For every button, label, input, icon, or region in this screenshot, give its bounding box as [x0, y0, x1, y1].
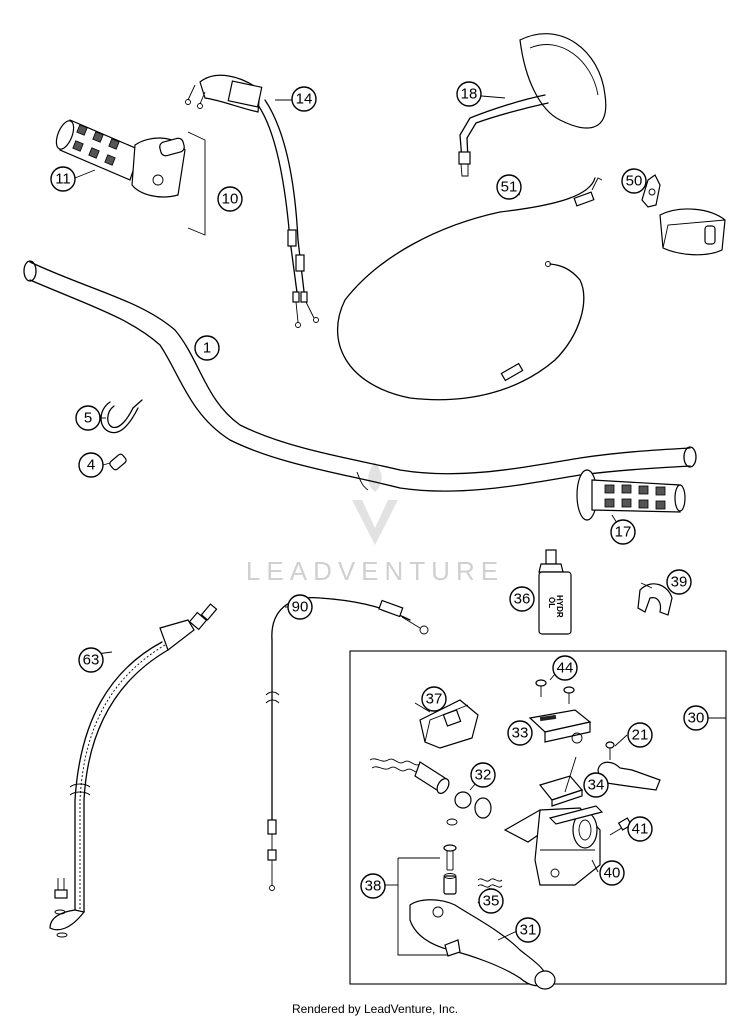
- callout-21[interactable]: 21: [627, 722, 653, 748]
- callout-51-label: 51: [501, 179, 518, 196]
- callout-50[interactable]: 50: [621, 168, 647, 194]
- callout-90-label: 90: [292, 599, 309, 616]
- throttle-grip-part[interactable]: [53, 118, 186, 198]
- watermark-text: LEADVENTURE: [246, 556, 504, 586]
- brake-lever-part[interactable]: [409, 899, 556, 990]
- bottle-label-line1: HYDR: [555, 595, 564, 618]
- callout-32-label: 32: [475, 767, 492, 784]
- callout-21-label: 21: [632, 727, 649, 744]
- callout-17-label: 17: [615, 524, 632, 541]
- bushing-part[interactable]: [109, 453, 128, 471]
- callout-41[interactable]: 41: [627, 816, 653, 842]
- callout-1-label: 1: [203, 340, 211, 357]
- group-bracket-38: [397, 857, 448, 956]
- diaphragm-part[interactable]: [538, 775, 584, 807]
- callout-14-label: 14: [296, 91, 313, 108]
- callout-31[interactable]: 31: [515, 917, 541, 943]
- callout-38[interactable]: 38: [360, 873, 386, 899]
- callout-4-label: 4: [87, 457, 95, 474]
- cover-screws-part[interactable]: [535, 679, 575, 704]
- callout-30-label: 30: [688, 710, 705, 727]
- pivot-bolt-part[interactable]: [443, 844, 457, 895]
- leader-lines: [74, 94, 726, 941]
- adjuster-screw-part[interactable]: [597, 741, 661, 791]
- callout-90[interactable]: 90: [287, 594, 313, 620]
- throttle-cables-part[interactable]: [185, 74, 319, 328]
- callout-35-label: 35: [483, 893, 500, 910]
- callout-14[interactable]: 14: [291, 86, 317, 112]
- cable-tie-part[interactable]: [100, 399, 143, 434]
- reservoir-cap-part[interactable]: [528, 709, 592, 744]
- callout-38-label: 38: [365, 878, 382, 895]
- callout-31-label: 31: [520, 922, 537, 939]
- callout-39[interactable]: 39: [666, 569, 692, 595]
- left-grip-part[interactable]: [576, 469, 686, 521]
- callout-44-label: 44: [557, 660, 574, 677]
- callout-5[interactable]: 5: [75, 405, 101, 431]
- callout-30[interactable]: 30: [683, 705, 709, 731]
- control-cable-part[interactable]: [265, 596, 429, 891]
- callout-41-label: 41: [632, 821, 649, 838]
- callout-34[interactable]: 34: [583, 772, 609, 798]
- clamp-part[interactable]: [637, 583, 673, 616]
- callout-18[interactable]: 18: [456, 81, 482, 107]
- callout-10-label: 10: [222, 191, 239, 208]
- reservoir-cover-part[interactable]: [419, 699, 479, 749]
- callout-1[interactable]: 1: [194, 335, 220, 361]
- handlebar-part[interactable]: [23, 260, 697, 492]
- callout-11[interactable]: 11: [50, 166, 76, 192]
- callout-4[interactable]: 4: [78, 452, 104, 478]
- callout-40[interactable]: 40: [599, 860, 625, 886]
- clutch-cable-part[interactable]: [336, 177, 603, 401]
- callout-50-label: 50: [626, 173, 643, 190]
- callout-63[interactable]: 63: [78, 647, 104, 673]
- callout-35[interactable]: 35: [478, 888, 504, 914]
- callout-18-label: 18: [461, 86, 478, 103]
- callout-63-label: 63: [83, 652, 100, 669]
- watermark-logo-icon: [352, 462, 398, 545]
- callout-10[interactable]: 10: [217, 186, 243, 212]
- callout-37-label: 37: [426, 691, 443, 708]
- watermark: LEADVENTURE: [246, 462, 504, 586]
- callout-36-label: 36: [514, 591, 531, 608]
- bottle-label-line2: ÖL: [547, 597, 556, 608]
- callout-11-label: 11: [55, 171, 71, 188]
- callout-5-label: 5: [84, 410, 92, 427]
- hydraulic-oil-bottle-part[interactable]: HYDR ÖL: [538, 549, 572, 635]
- footer-credit: Rendered by LeadVenture, Inc.: [291, 1002, 459, 1016]
- callout-33[interactable]: 33: [507, 720, 533, 746]
- callout-32[interactable]: 32: [470, 762, 496, 788]
- master-cylinder-body-part[interactable]: [503, 805, 604, 886]
- callout-39-label: 39: [671, 574, 688, 591]
- callout-34-label: 34: [588, 777, 605, 794]
- callout-44[interactable]: 44: [552, 655, 578, 681]
- callout-36[interactable]: 36: [509, 586, 535, 612]
- callout-33-label: 33: [512, 725, 529, 742]
- mirror-part[interactable]: [458, 33, 607, 177]
- spring-part[interactable]: [477, 878, 503, 888]
- handlebar-switch-part[interactable]: [641, 174, 726, 256]
- callout-51[interactable]: 51: [496, 174, 522, 200]
- callout-40-label: 40: [604, 865, 621, 882]
- group-bracket-10: [187, 131, 206, 236]
- callout-17[interactable]: 17: [610, 519, 636, 545]
- brake-hose-part[interactable]: [49, 603, 218, 938]
- callout-37[interactable]: 37: [421, 686, 447, 712]
- piston-kit-part[interactable]: [369, 758, 492, 826]
